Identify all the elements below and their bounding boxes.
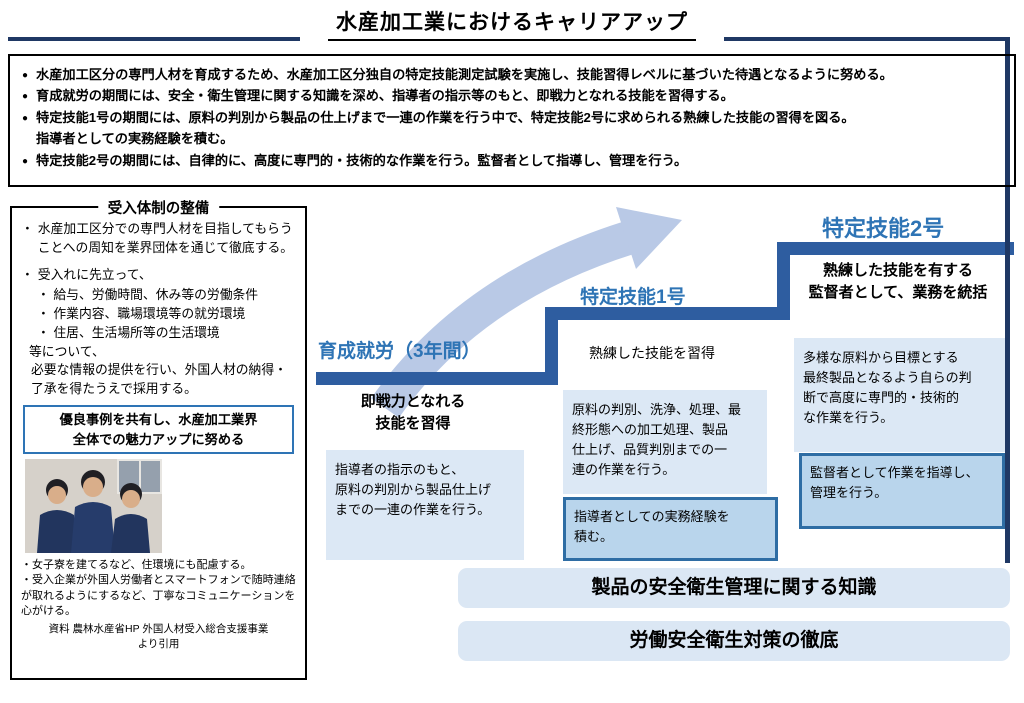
stage1-task-box: 指導者の指示のもと、 原料の判別から製品仕上げ までの一連の作業を行う。 [326, 450, 524, 560]
acceptance-para1-text: 水産加工区分での専門人材を目指してもらうことへの周知を業界団体を通じて徹底する。 [37, 221, 294, 255]
stair-riser-1 [545, 307, 558, 385]
living-environment-item: ・ 住居、生活場所等の生活環境 [37, 325, 220, 341]
stair-riser-2 [777, 242, 790, 320]
hygiene-knowledge-bar: 製品の安全衛生管理に関する知識 [458, 568, 1010, 608]
overview-bullet: ● 特定技能2号の期間には、自律的に、高度に専門的・技術的な作業を行う。監督者と… [22, 150, 1002, 171]
stage3-task-box: 多様な原料から目標とする 最終製品となるよう自らの判 断で高度に専門的・技術的 … [794, 338, 1005, 452]
labor-safety-bar: 労働安全衛生対策の徹底 [458, 621, 1010, 661]
acceptance-para2-tail: 必要な情報の提供を行い、外国人材の納得・了承を得たうえで採用する。 [31, 362, 287, 396]
working-conditions-item: ・ 給与、労働時間、休み等の労働条件 [37, 286, 259, 302]
overview-bullet: ● 特定技能1号の期間には、原料の判別から製品の仕上げまで一連の作業を行う中で、… [22, 107, 1002, 150]
stage2-highlight-box: 指導者としての実務経験を 積む。 [563, 497, 778, 561]
bullet-icon: ● [22, 70, 29, 81]
stair-step-2 [545, 307, 790, 320]
stage-label-ikusei-shuro: 育成就労（3年間） [318, 341, 481, 362]
stage2-subtitle: 熟練した技能を習得 [589, 345, 715, 361]
acceptance-title: 受入体制の整備 [97, 197, 220, 218]
right-edge-rule [1005, 37, 1010, 563]
acceptance-para2-lead: ・ 受入れに先立って、 [21, 266, 296, 285]
overview-bullet-text: 特定技能1号の期間には、原料の判別から製品の仕上げまで一連の作業を行う中で、特定… [36, 109, 855, 147]
stage-label-tokutei-ginou-1: 特定技能1号 [580, 287, 686, 308]
overview-bullet-text: 育成就労の期間には、安全・衛生管理に関する知識を深め、指導者の指示等のもと、即戦… [36, 88, 734, 104]
spacer [21, 257, 296, 266]
page-title: 水産加工業におけるキャリアアップ [328, 6, 696, 41]
stair-step-3 [777, 242, 1014, 255]
workers-photo [25, 458, 162, 553]
title-right-rule [724, 37, 1010, 41]
acceptance-para1: ・ 水産加工区分での専門人材を目指してもらうことへの周知を業界団体を通じて徹底す… [21, 220, 296, 257]
title-left-rule [8, 37, 300, 41]
good-practice-callout: 優良事例を共有し、水産加工業界 全体での魅力アップに努める [23, 405, 294, 454]
dormitory-note: ・女子寮を建てるなど、住環境にも配慮する。 [21, 558, 252, 571]
acceptance-box: 受入体制の整備 ・ 水産加工区分での専門人材を目指してもらうことへの周知を業界団… [10, 197, 307, 680]
stage3-subtitle: 熟練した技能を有する 監督者として、業務を統括 [808, 262, 988, 301]
bullet-icon: ● [22, 155, 29, 167]
stair-step-1 [316, 372, 558, 385]
stage3-highlight-box: 監督者として作業を指導し、 管理を行う。 [799, 453, 1005, 529]
stage2-task-box: 原料の判別、洗浄、処理、最 終形態への加工処理、製品 仕上げ、品質判別までの一 … [563, 390, 767, 494]
overview-bullet-text: 特定技能2号の期間には、自律的に、高度に専門的・技術的な作業を行う。監督者として… [36, 152, 688, 168]
stage-label-tokutei-ginou-2: 特定技能2号 [822, 216, 945, 241]
bullet-icon: ・ [21, 221, 34, 236]
overview-box: ● 水産加工区分の専門人材を育成するため、水産加工区分独自の特定技能測定試験を実… [8, 54, 1016, 187]
bullet-icon: ● [22, 91, 29, 103]
acceptance-para2-cont: 等について、 [29, 344, 105, 360]
overview-bullet: ● 育成就労の期間には、安全・衛生管理に関する知識を深め、指導者の指示等のもと、… [22, 85, 1002, 106]
source-citation: 資料 農林水産省HP 外国人材受入総合支援事業 より引用 [48, 623, 269, 650]
acceptance-para2-lead-text: 受入れに先立って、 [37, 267, 152, 283]
stage1-subtitle: 即戦力となれる 技能を習得 [360, 393, 466, 432]
work-environment-item: ・ 作業内容、職場環境等の就労環境 [37, 305, 246, 321]
bullet-icon: ● [22, 112, 29, 124]
page-title-wrap: 水産加工業におけるキャリアアップ [0, 6, 1024, 41]
communication-note: ・受入企業が外国人労働者とスマートフォンで随時連絡が取れるようにするなど、丁寧な… [21, 574, 296, 617]
bullet-icon: ・ [21, 267, 34, 283]
overview-bullet: ● 水産加工区分の専門人材を育成するため、水産加工区分独自の特定技能測定試験を実… [22, 64, 1002, 85]
overview-bullet-text: 水産加工区分の専門人材を育成するため、水産加工区分独自の特定技能測定試験を実施し… [36, 67, 893, 82]
